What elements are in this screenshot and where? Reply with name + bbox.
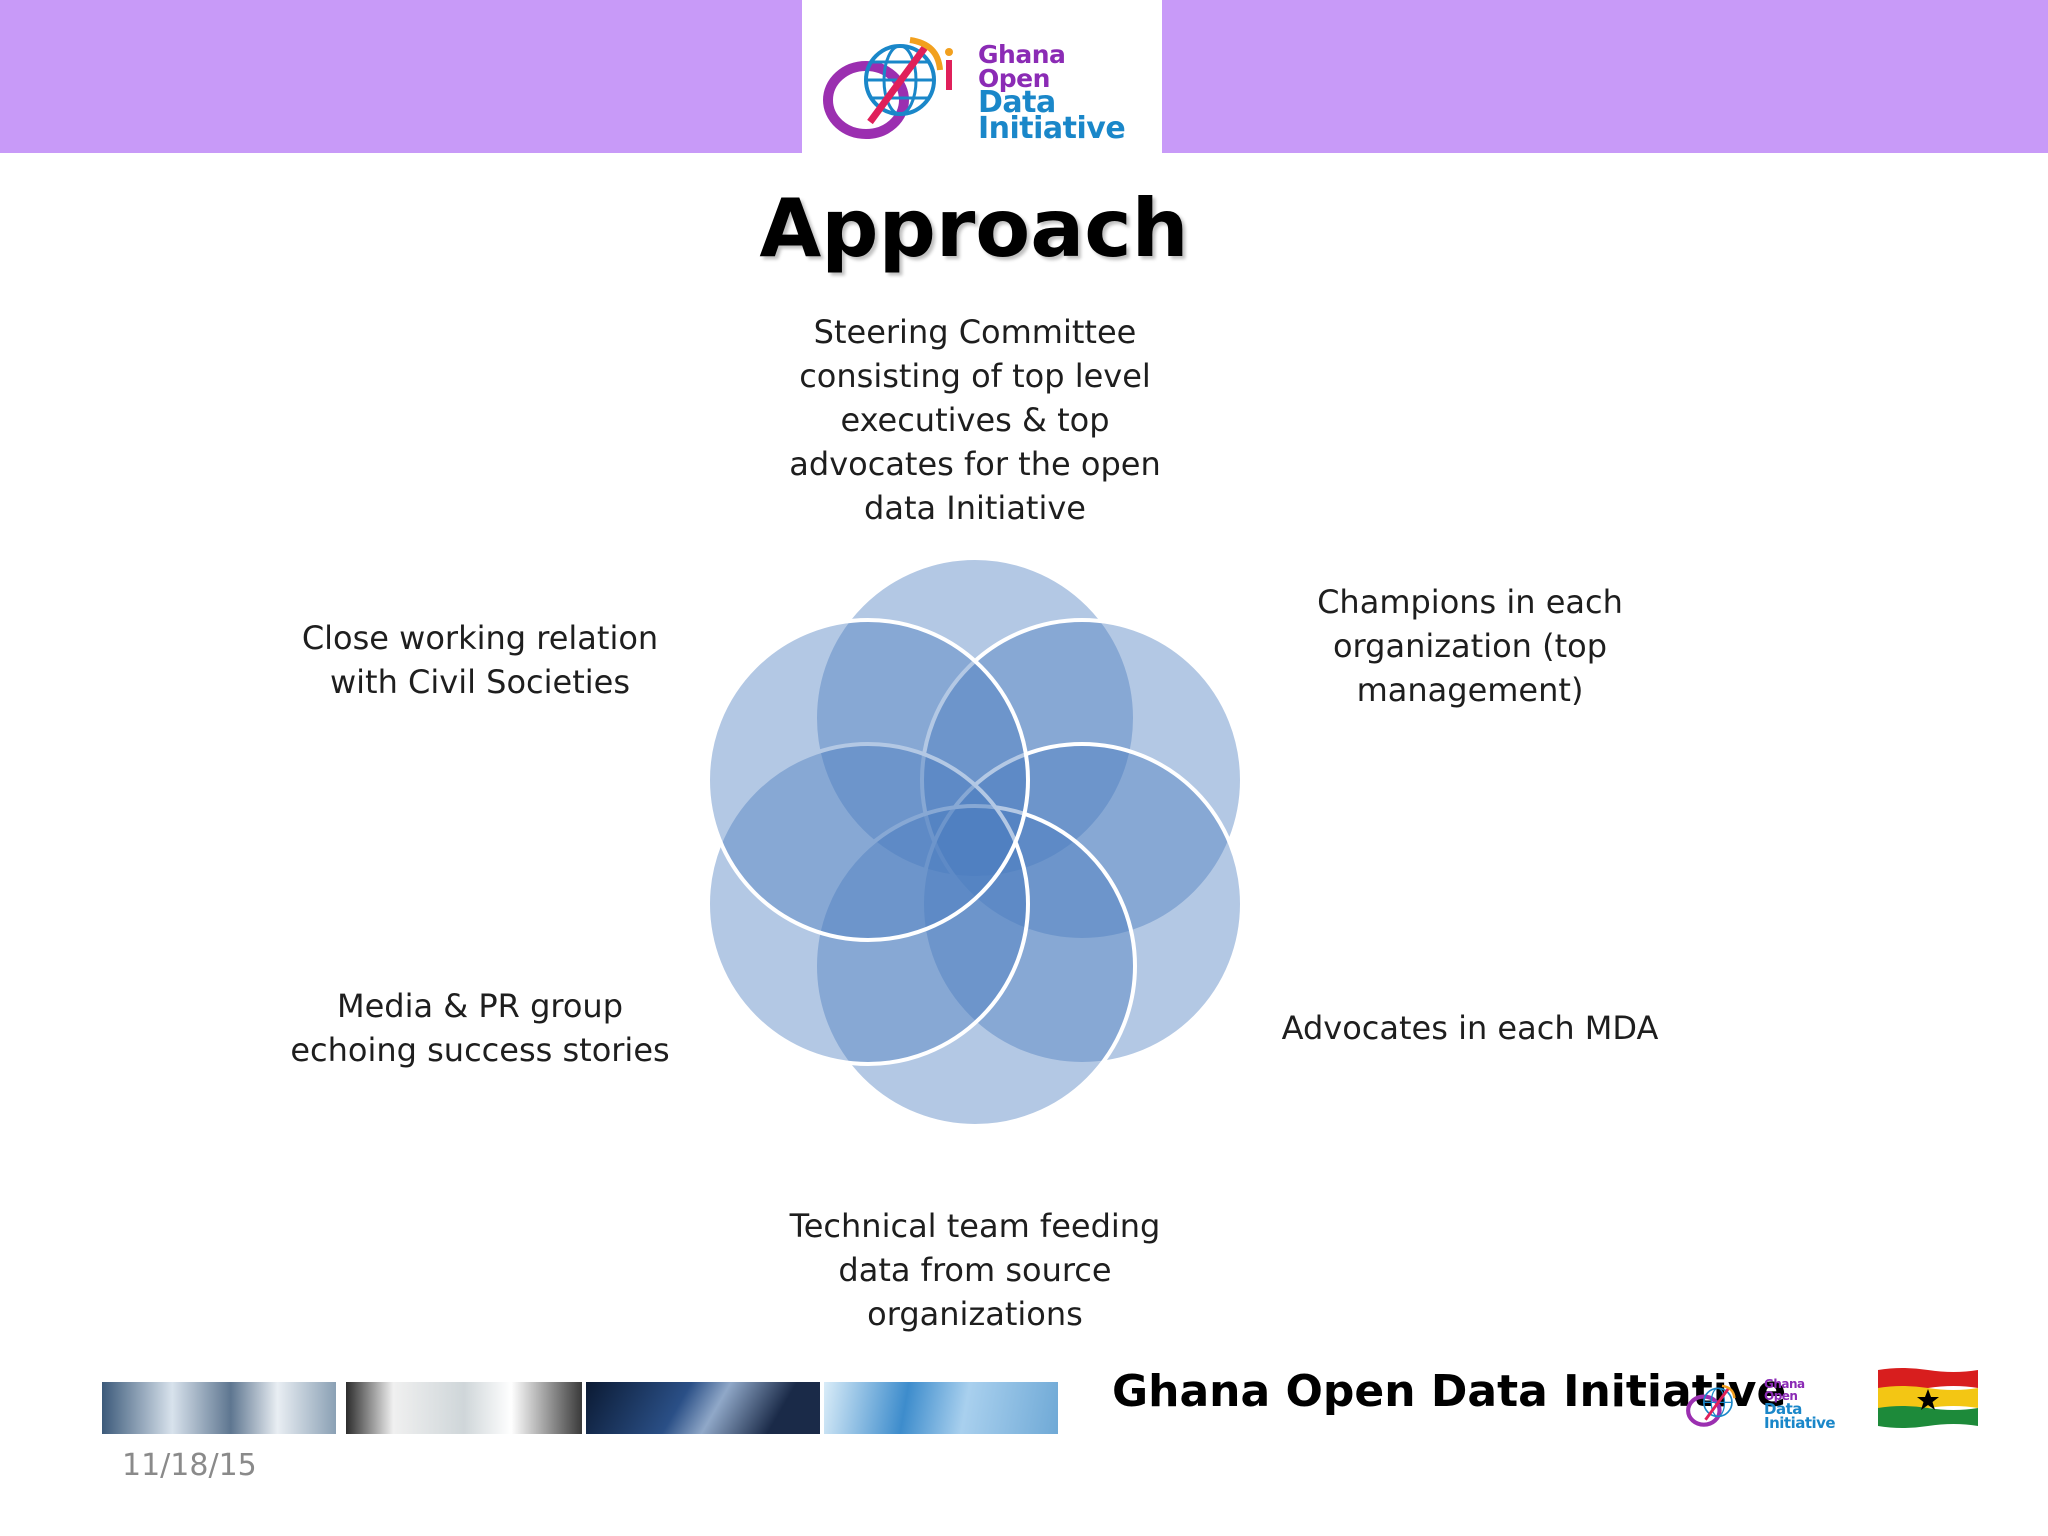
label-line: data Initiative (864, 489, 1086, 527)
label-line: Advocates in each MDA (1281, 1009, 1659, 1047)
ghana-flag-icon (1878, 1368, 1978, 1428)
label-line: data from source (838, 1251, 1112, 1289)
label-civil-societies: Close working relation with Civil Societ… (270, 616, 690, 704)
label-champions: Champions in each organization (top mana… (1270, 580, 1670, 712)
footer-title: Ghana Open Data Initiative (1112, 1366, 1787, 1417)
logo-text-open: Open (978, 64, 1050, 93)
globe-logo-icon (1686, 1384, 1736, 1427)
label-line: Technical team feeding (789, 1207, 1161, 1245)
circle-bottom (813, 804, 1137, 1128)
label-advocates: Advocates in each MDA (1250, 1006, 1690, 1050)
label-line: Media & PR group (336, 987, 624, 1025)
slide-date: 11/18/15 (122, 1448, 257, 1483)
footer-logo-initiative: Initiative (1764, 1414, 1836, 1432)
footer-image-1 (102, 1382, 336, 1434)
label-line: management) (1356, 671, 1584, 709)
footer-image-2 (346, 1382, 582, 1434)
label-line: with Civil Societies (329, 663, 631, 701)
logo-text-initiative: Initiative (978, 111, 1126, 146)
footer-logo-data: Data (1764, 1400, 1802, 1418)
footer-image-4 (824, 1382, 1058, 1434)
six-circle-diagram (706, 556, 1244, 1128)
circle-lower-left (706, 742, 1030, 1066)
label-line: executives & top (840, 401, 1110, 439)
label-line: advocates for the open (789, 445, 1161, 483)
label-line: Champions in each (1317, 583, 1623, 621)
circle-lower-right (920, 742, 1244, 1066)
label-technical-team: Technical team feeding data from source … (755, 1204, 1195, 1336)
footer-logo-ghana: Ghana (1764, 1377, 1805, 1391)
label-line: organizations (867, 1295, 1083, 1333)
label-line: organization (top (1332, 627, 1608, 665)
label-line: consisting of top level (799, 357, 1151, 395)
logo-text-data: Data (978, 85, 1056, 120)
footer-logo: Ghana Open Data Initiative (1684, 1374, 1844, 1434)
label-line: Steering Committee (813, 313, 1137, 351)
circle-top (813, 556, 1137, 880)
footer-logo-open: Open (1764, 1389, 1798, 1403)
footer-image-3 (586, 1382, 820, 1434)
label-line: Close working relation (301, 619, 659, 657)
header-logo: Ghana Open Data Initiative (802, 0, 1162, 153)
label-media-pr: Media & PR group echoing success stories (270, 984, 690, 1072)
logo-text-ghana: Ghana (978, 40, 1066, 69)
circle-upper-right (920, 618, 1244, 942)
globe-logo-icon (823, 37, 953, 139)
label-line: echoing success stories (290, 1031, 670, 1069)
circle-upper-left (706, 618, 1030, 942)
slide-title: Approach (759, 182, 1189, 275)
label-steering-committee: Steering Committee consisting of top lev… (755, 310, 1195, 530)
